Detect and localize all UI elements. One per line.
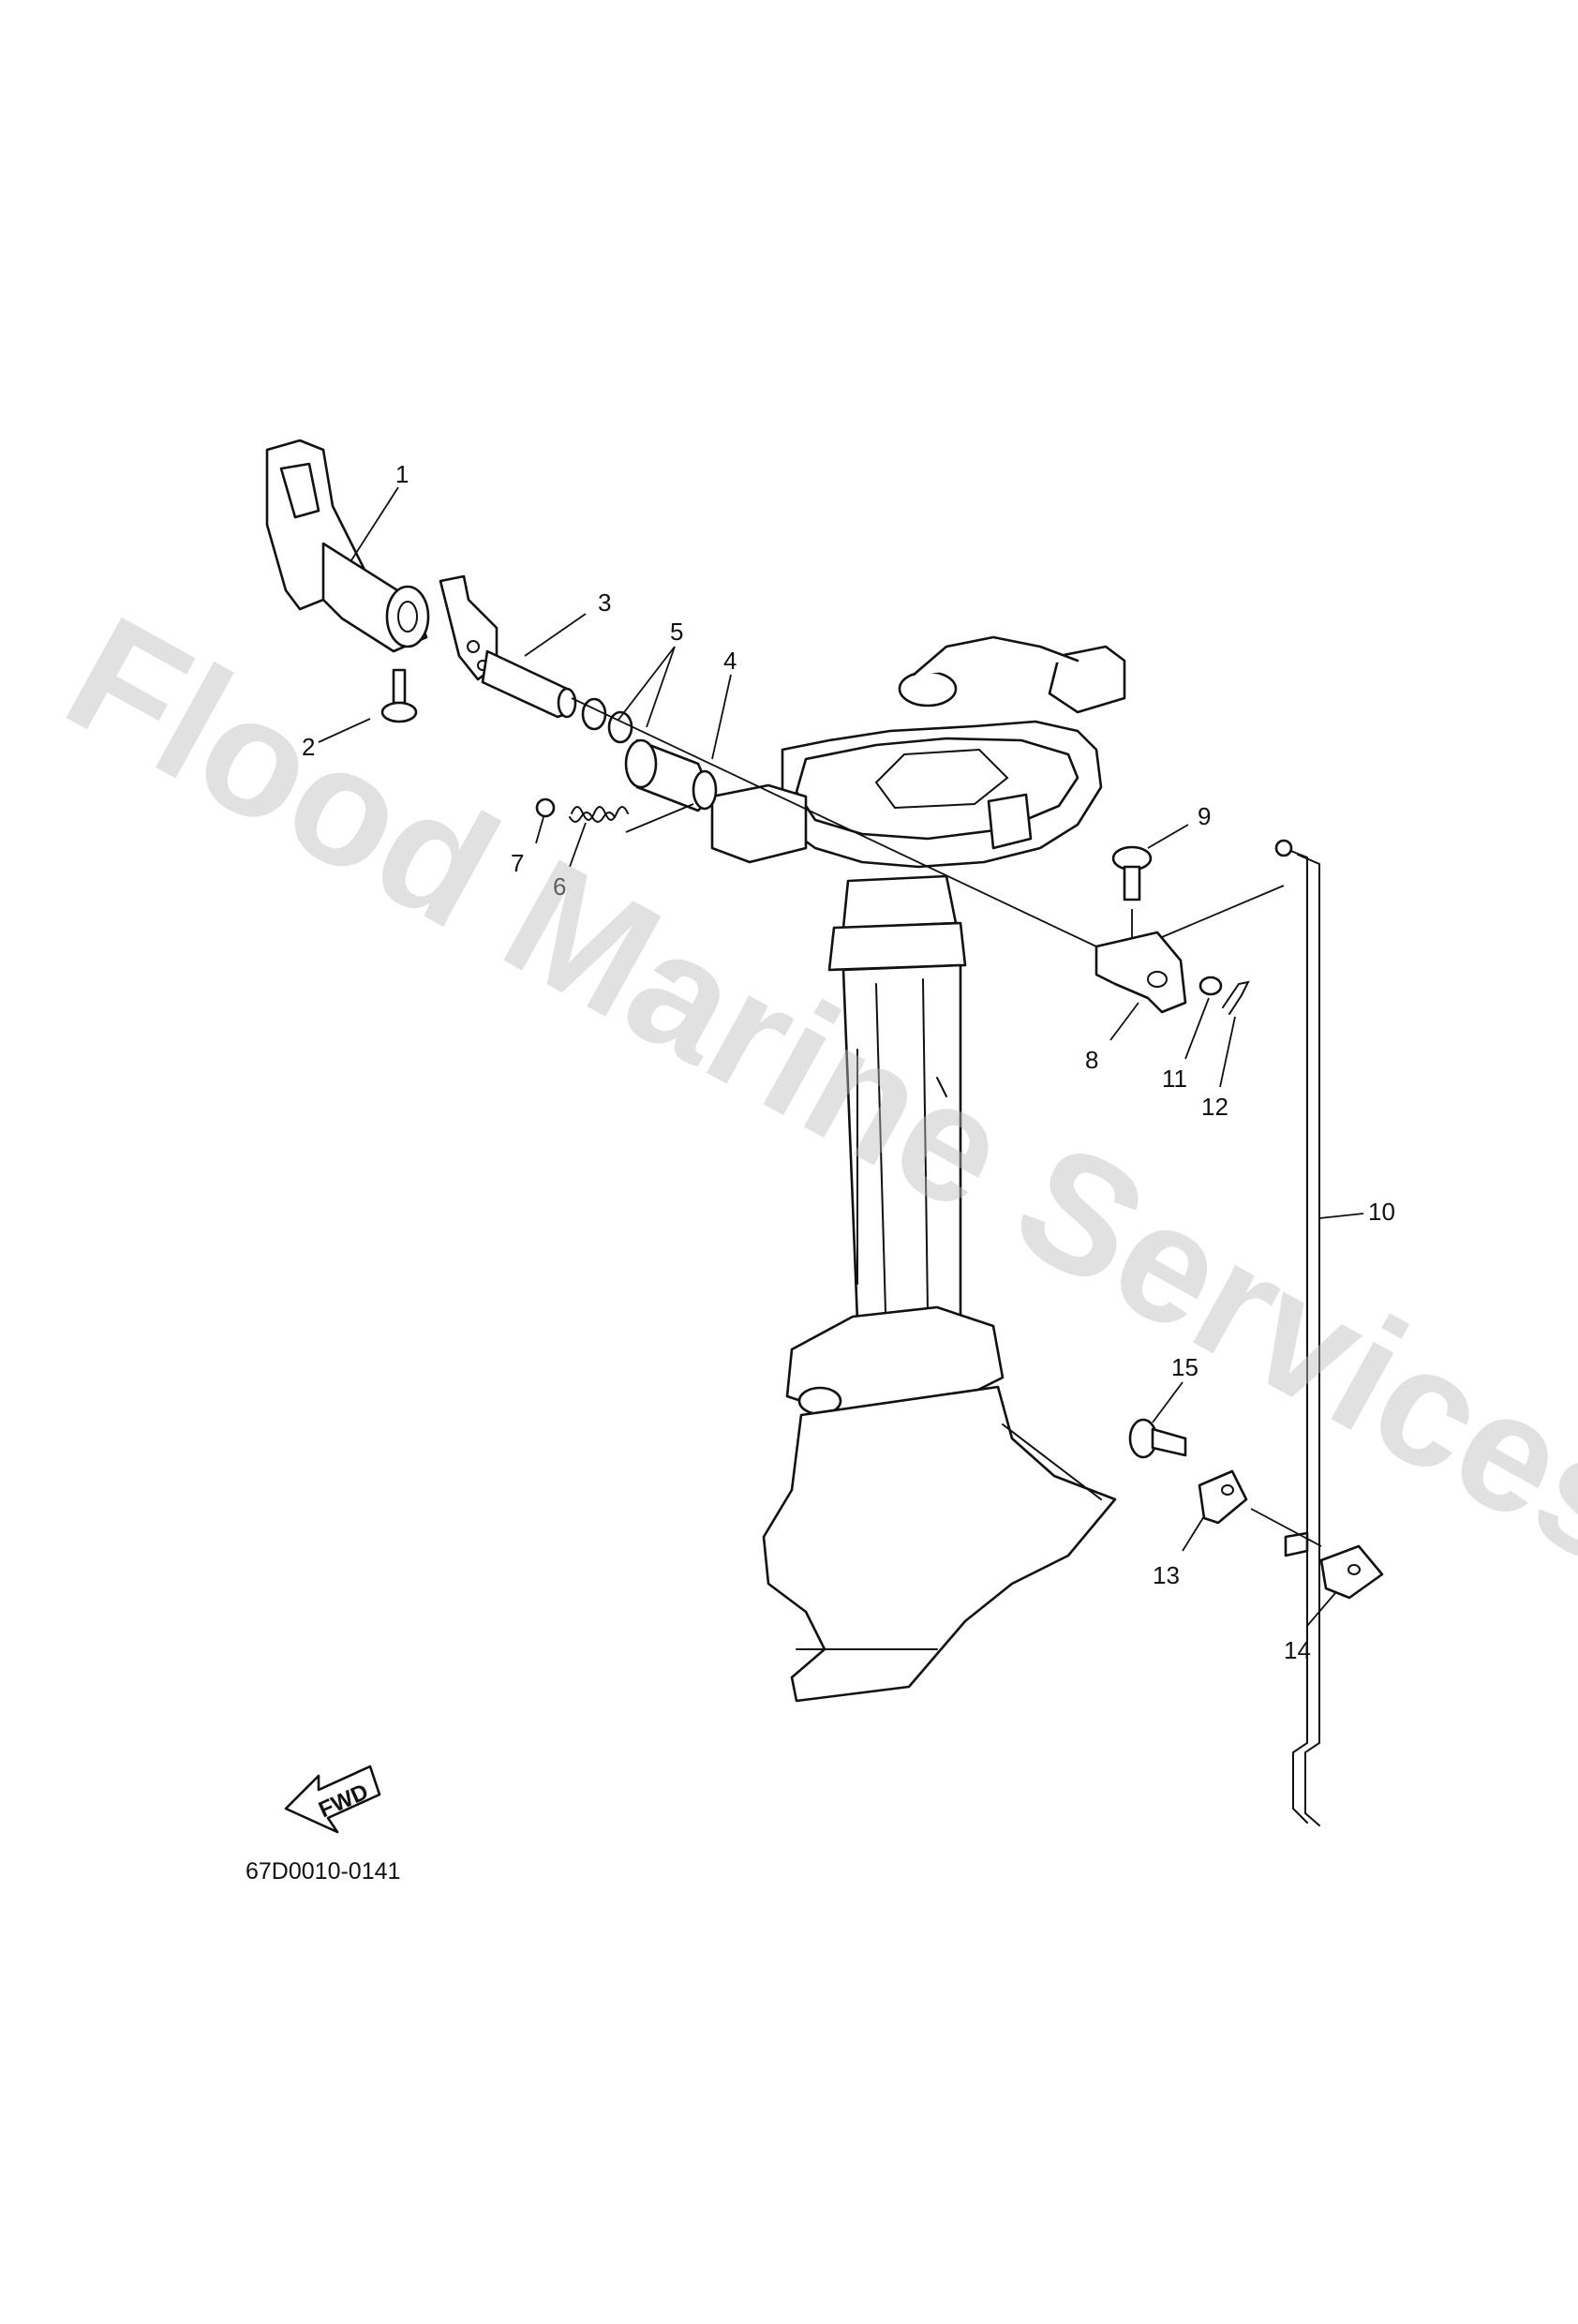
shift-rod [439, 574, 577, 719]
callout-numbers: 1 2 3 4 5 6 7 8 9 10 11 12 13 14 15 [302, 460, 1395, 1664]
ball-7 [535, 797, 556, 818]
callout-10: 10 [1368, 1198, 1395, 1226]
bracket-8 [1094, 931, 1187, 1014]
shift-rod-10 [1274, 839, 1320, 1826]
callout-7: 7 [511, 849, 524, 877]
callout-6: 6 [553, 872, 566, 901]
bolt-15 [1128, 1418, 1187, 1459]
clip-14 [1319, 1544, 1384, 1600]
callout-13: 13 [1153, 1561, 1180, 1589]
spring-6 [569, 806, 629, 823]
bushing [624, 738, 718, 812]
clip-13 [1198, 1469, 1248, 1525]
diagram-code: 67D0010-0141 [246, 1858, 400, 1885]
callout-leaders [318, 486, 1364, 1627]
callout-8: 8 [1085, 1046, 1098, 1074]
fwd-arrow-icon: FWD [284, 1765, 381, 1834]
o-rings [581, 697, 633, 744]
bolt-9 [1111, 845, 1153, 901]
cotter-pin-12 [1222, 980, 1250, 1015]
washer-11 [1198, 976, 1223, 996]
callout-15: 15 [1171, 1353, 1198, 1381]
callout-4: 4 [723, 647, 737, 675]
callout-9: 9 [1198, 802, 1211, 830]
callout-3: 3 [598, 588, 611, 617]
shift-handle [265, 439, 430, 653]
callout-2: 2 [302, 733, 315, 761]
callout-1: 1 [395, 460, 409, 488]
callout-14: 14 [1284, 1636, 1311, 1664]
screw-2 [380, 668, 418, 723]
callout-11: 11 [1162, 1065, 1187, 1093]
callout-12: 12 [1201, 1093, 1228, 1121]
lower-casing [710, 635, 1126, 1703]
callout-5: 5 [670, 618, 683, 646]
